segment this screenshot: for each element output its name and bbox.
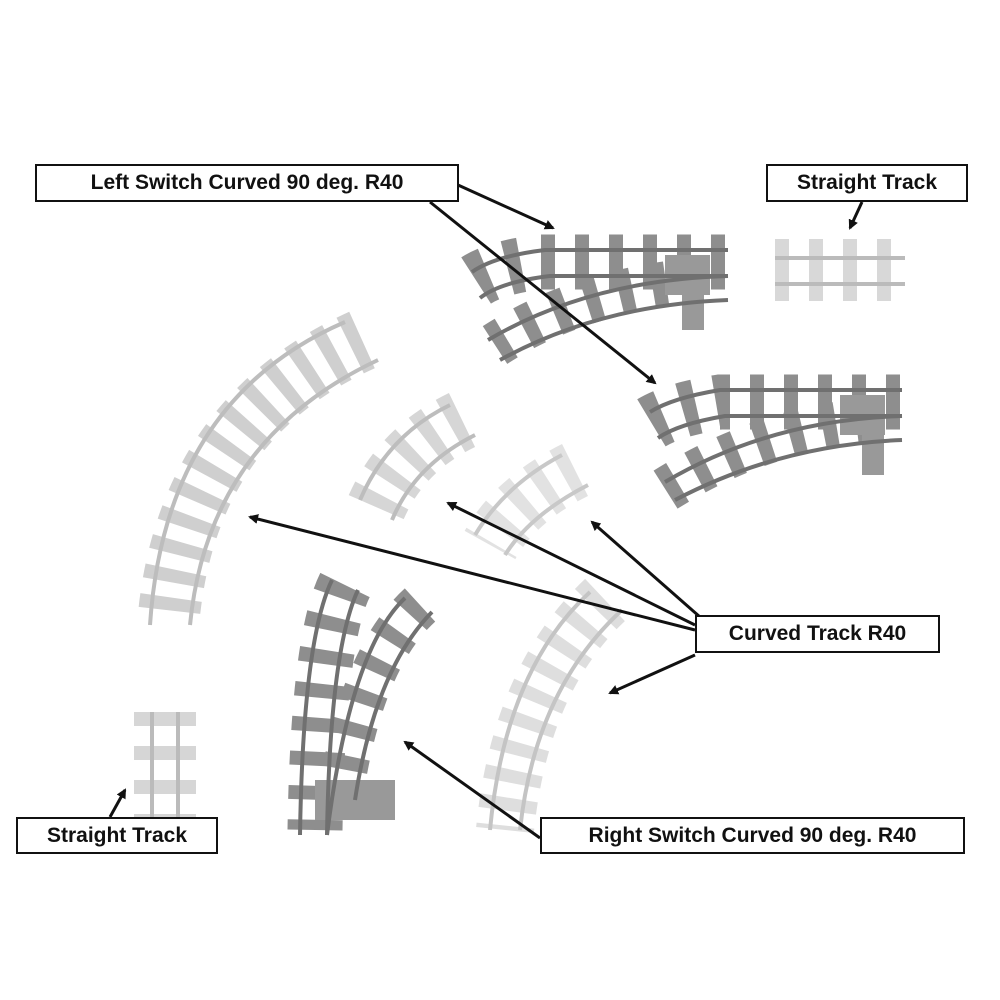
label-curved-track: Curved Track R40 [695, 615, 940, 653]
arrow-left-switch-2 [429, 200, 657, 385]
arrow-curved-2 [446, 501, 696, 627]
label-left-switch: Left Switch Curved 90 deg. R40 [35, 164, 459, 202]
straight-track-bottom [134, 712, 196, 830]
arrow-curved-3 [590, 520, 701, 619]
arrow-curved-1 [248, 514, 696, 632]
label-straight-track-bottom: Straight Track [16, 817, 218, 854]
arrow-left-switch-1 [457, 183, 555, 230]
curved-track-large [137, 311, 379, 628]
curved-track-bottom [476, 578, 626, 834]
arrow-right-switch [403, 740, 541, 840]
arrow-curved-4 [608, 653, 696, 695]
left-switch-track-2 [632, 374, 903, 510]
straight-track-top [775, 239, 905, 301]
arrow-straight-bottom [108, 788, 127, 818]
arrow-straight-top [848, 201, 864, 230]
label-right-switch: Right Switch Curved 90 deg. R40 [540, 817, 965, 854]
curved-track-small-1 [347, 392, 476, 523]
left-switch-track-1 [452, 234, 729, 365]
right-switch-track [287, 572, 436, 836]
curved-track-small-2 [464, 444, 589, 560]
label-straight-track-top: Straight Track [766, 164, 968, 202]
